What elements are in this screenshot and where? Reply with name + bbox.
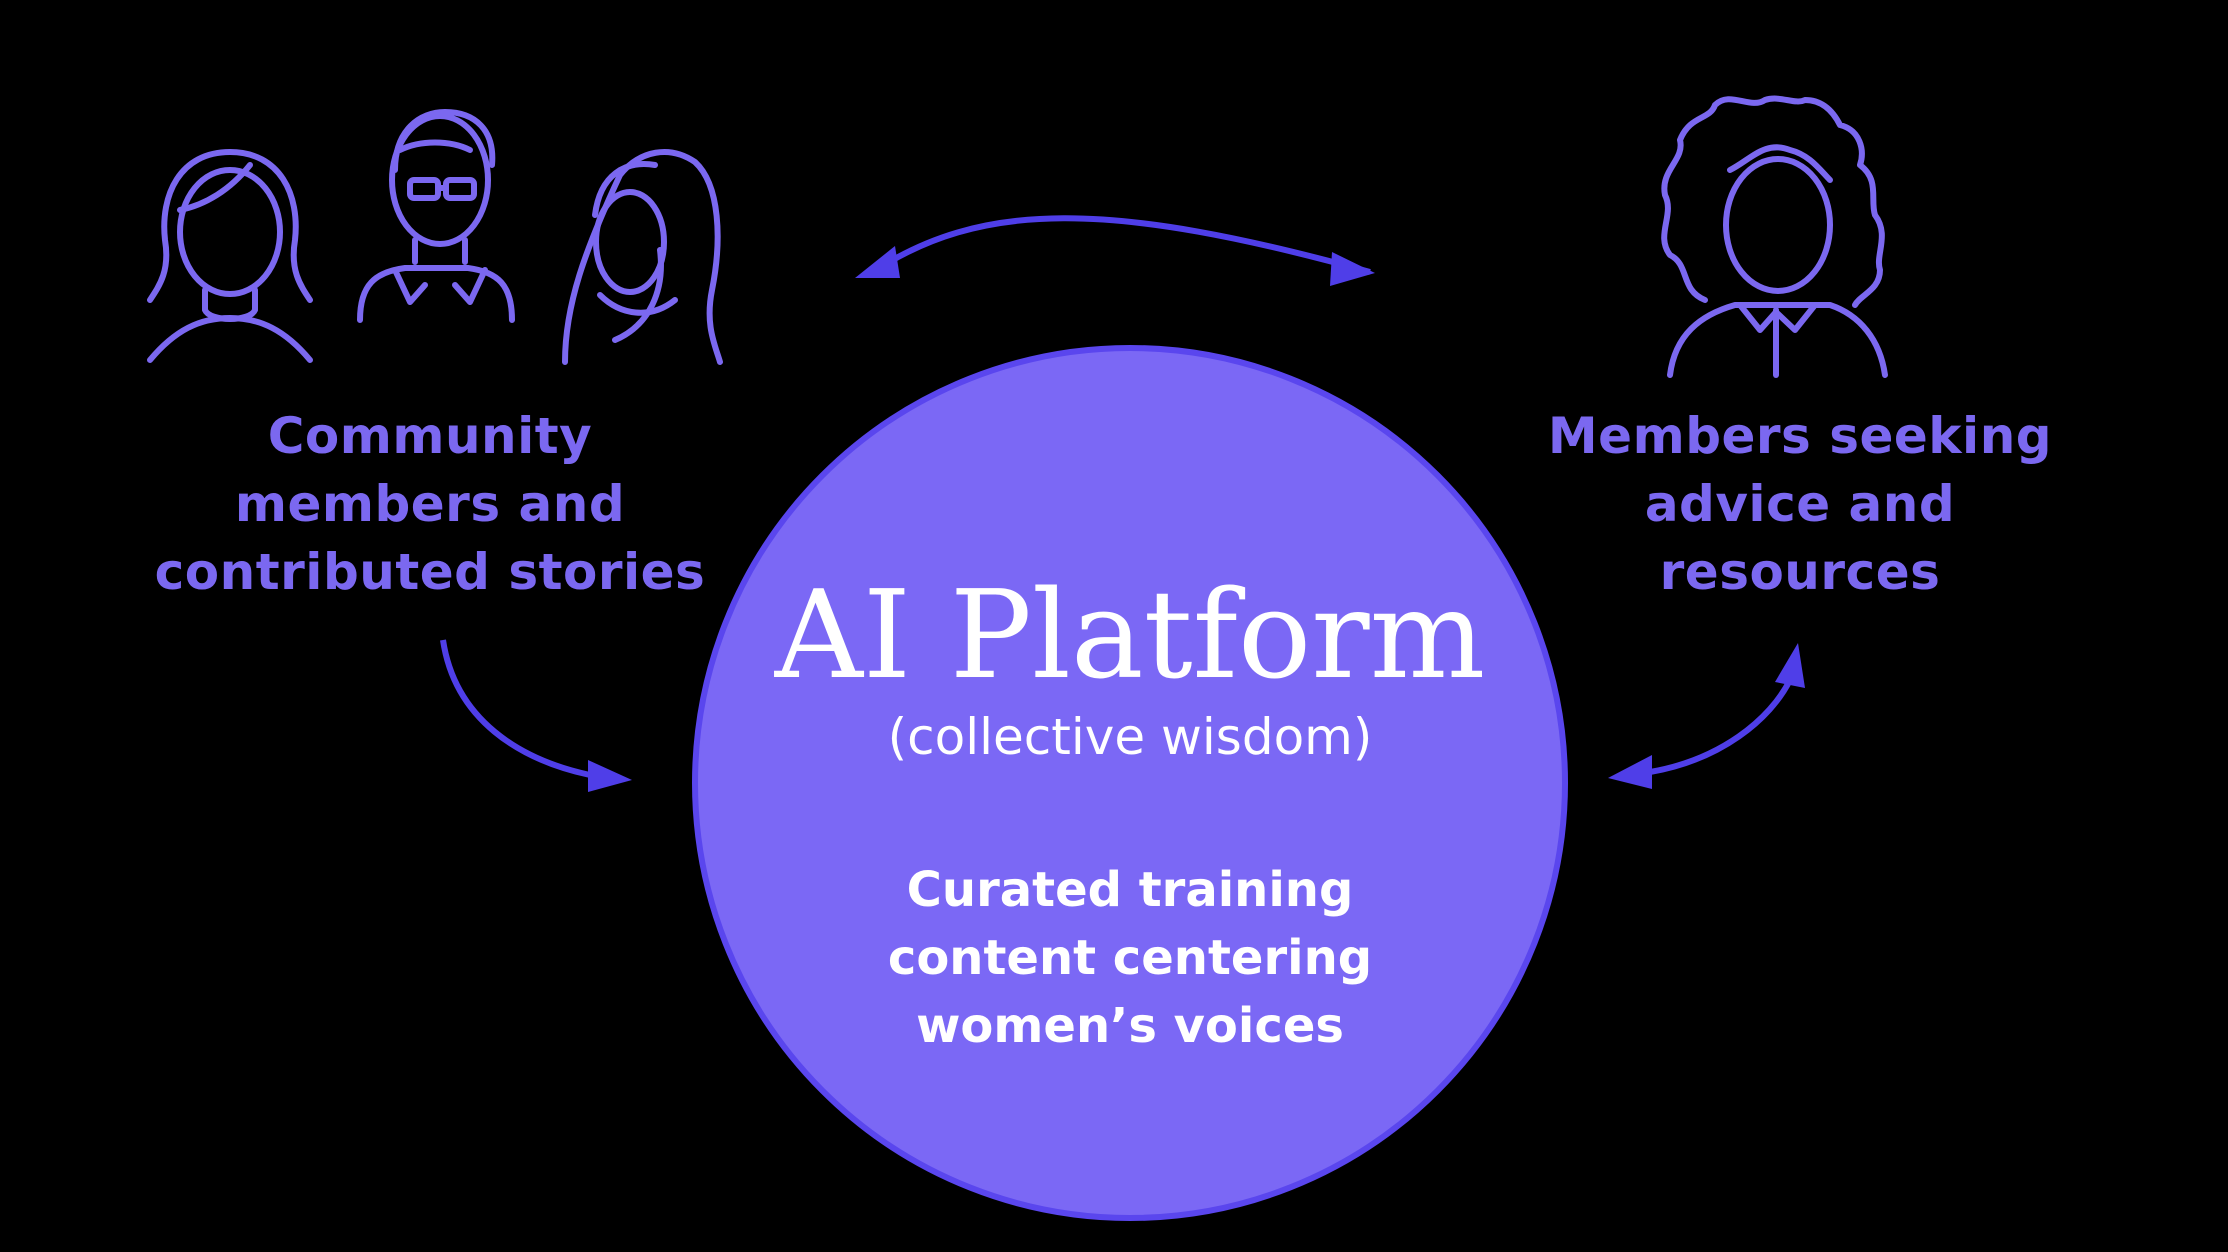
platform-title: AI Platform <box>774 564 1486 706</box>
woman-with-curly-hair-icon <box>1661 95 1888 378</box>
arrow-top-bidirectional <box>855 215 1375 286</box>
platform-description-line: content centering <box>887 930 1373 986</box>
arrow-left-to-platform <box>440 639 632 792</box>
woman-with-glasses-icon <box>357 109 515 323</box>
right-group-label: Members seeking advice and resources <box>1500 402 2100 606</box>
left-group-label: Community members and contributed storie… <box>120 402 740 606</box>
arrow-right-bidirectional <box>1608 643 1805 789</box>
right-label-line: advice and <box>1644 475 1956 533</box>
left-label-line: Community <box>267 407 593 465</box>
right-label-line: resources <box>1659 543 1941 601</box>
platform-circle <box>692 345 1568 1221</box>
woman-with-hijab-icon <box>562 149 723 365</box>
woman-icon <box>147 149 313 363</box>
right-label-line: Members seeking <box>1547 407 2053 465</box>
left-label-line: members and <box>234 475 626 533</box>
platform-description-line: Curated training <box>906 862 1354 918</box>
platform-description: Curated training content centering women… <box>700 856 1560 1060</box>
platform-subtitle: (collective wisdom) <box>887 708 1373 766</box>
platform-description-line: women’s voices <box>916 998 1344 1054</box>
left-label-line: contributed stories <box>154 543 706 601</box>
